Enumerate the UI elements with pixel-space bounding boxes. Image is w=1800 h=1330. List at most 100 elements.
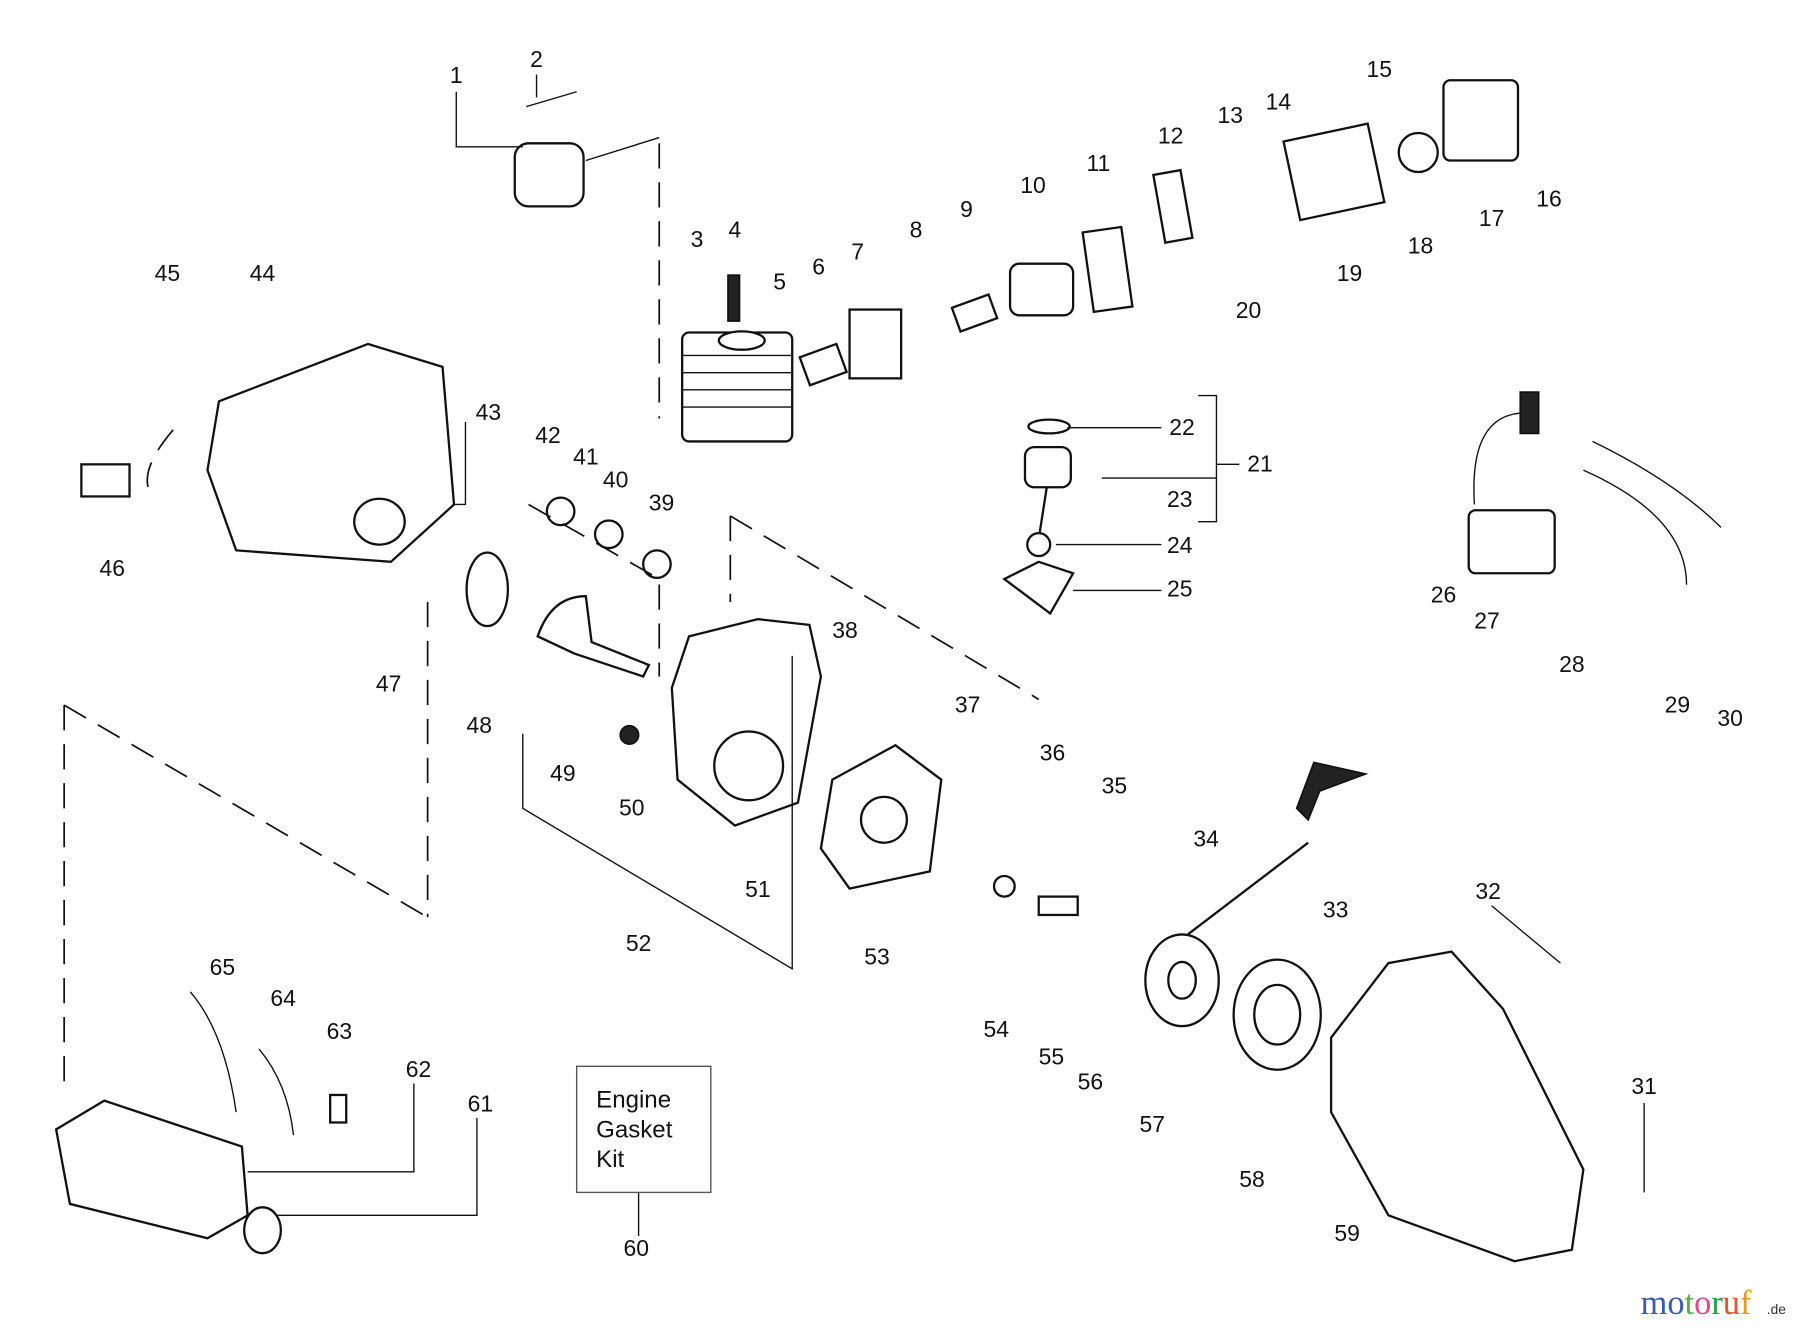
part-gasket-9 (950, 293, 999, 333)
part-label-63: 63 (327, 1018, 353, 1044)
kit-line-3: Kit (596, 1146, 624, 1173)
part-fuel-line-64 (258, 1048, 295, 1136)
part-label-12: 12 (1158, 123, 1184, 149)
part-air-filter-cover (1442, 79, 1520, 162)
part-pulley (1144, 933, 1220, 1028)
part-label-40: 40 (603, 467, 629, 493)
part-insulator (848, 308, 903, 380)
part-fuel-tank (54, 1099, 249, 1240)
part-label-30: 30 (1717, 705, 1743, 731)
part-label-2: 2 (530, 46, 543, 72)
part-label-61: 61 (468, 1090, 494, 1116)
part-label-57: 57 (1139, 1111, 1165, 1137)
part-label-7: 7 (851, 238, 864, 264)
part-label-38: 38 (832, 617, 858, 643)
part-washer (992, 874, 1016, 898)
part-label-33: 33 (1323, 897, 1349, 923)
part-label-3: 3 (691, 226, 704, 252)
part-label-55: 55 (1039, 1043, 1065, 1069)
part-bracket (1081, 225, 1134, 314)
kit-line-2: Gasket (596, 1116, 673, 1143)
part-muffler-cover (513, 142, 585, 208)
part-label-50: 50 (619, 795, 645, 821)
part-filter (1397, 131, 1439, 174)
part-label-17: 17 (1479, 205, 1505, 231)
watermark-suffix: .de (1767, 1302, 1786, 1317)
part-pawl (1037, 895, 1079, 917)
part-label-37: 37 (955, 691, 981, 717)
part-engine-housing (206, 342, 456, 563)
part-label-47: 47 (376, 671, 402, 697)
kit-line-1: Engine (596, 1087, 671, 1114)
part-label-24: 24 (1167, 532, 1193, 558)
part-o-ring (465, 551, 510, 628)
part-label-11: 11 (1086, 150, 1110, 176)
part-label-5: 5 (773, 268, 786, 294)
part-cylinder (681, 330, 794, 443)
part-label-9: 9 (960, 196, 973, 222)
part-seal (619, 724, 640, 745)
watermark-letter: r (1711, 1284, 1723, 1322)
part-label-56: 56 (1078, 1069, 1104, 1095)
part-crankcase-half (819, 743, 943, 890)
part-label-29: 29 (1665, 691, 1691, 717)
part-label-62: 62 (406, 1056, 432, 1082)
part-label-19: 19 (1337, 260, 1363, 286)
part-label-13: 13 (1217, 102, 1243, 128)
part-spark-plug (727, 274, 741, 322)
part-label-25: 25 (1167, 576, 1193, 602)
part-label-23: 23 (1167, 486, 1193, 512)
part-fuel-cap (243, 1206, 283, 1255)
part-label-28: 28 (1559, 651, 1585, 677)
watermark-letter: o (1694, 1284, 1711, 1322)
parts (54, 79, 1722, 1263)
part-carburetor (1008, 262, 1075, 317)
part-label-8: 8 (910, 217, 923, 243)
part-label-27: 27 (1474, 608, 1500, 634)
part-lever (1152, 168, 1194, 244)
part-label-60: 60 (624, 1235, 650, 1261)
watermark-letter: o (1667, 1284, 1684, 1322)
part-clip (80, 463, 131, 498)
part-label-49: 49 (550, 760, 576, 786)
part-crankcase (670, 617, 823, 827)
part-label-43: 43 (476, 399, 502, 425)
part-fuel-line-65 (189, 991, 237, 1113)
part-label-15: 15 (1367, 56, 1393, 82)
part-label-31: 31 (1631, 1073, 1657, 1099)
watermark-letter: f (1740, 1284, 1752, 1322)
part-label-6: 6 (812, 253, 825, 279)
part-label-16: 16 (1536, 186, 1562, 212)
part-label-26: 26 (1431, 581, 1457, 607)
part-label-45: 45 (155, 260, 181, 286)
part-label-54: 54 (984, 1016, 1010, 1042)
part-label-51: 51 (745, 876, 771, 902)
part-starter-housing (1329, 950, 1585, 1263)
part-label-34: 34 (1193, 825, 1219, 851)
leader-lines (247, 74, 1645, 1236)
part-label-32: 32 (1475, 878, 1501, 904)
part-label-18: 18 (1408, 233, 1434, 259)
part-label-14: 14 (1266, 88, 1292, 114)
part-label-41: 41 (573, 444, 599, 470)
part-label-52: 52 (626, 930, 652, 956)
part-label-58: 58 (1239, 1166, 1265, 1192)
part-label-10: 10 (1020, 172, 1046, 198)
part-label-21: 21 (1247, 451, 1273, 477)
part-rewind-spring (1232, 958, 1322, 1071)
part-air-filter-base (1282, 122, 1386, 222)
part-label-48: 48 (466, 712, 492, 738)
part-label-1: 1 (450, 62, 463, 88)
part-label-53: 53 (864, 944, 890, 970)
part-starter-rope (1187, 841, 1309, 936)
part-gasket (798, 342, 849, 387)
part-label-22: 22 (1169, 414, 1195, 440)
part-bearings (545, 496, 672, 580)
part-piston-assembly (1002, 418, 1075, 616)
part-fuel-filter (329, 1093, 348, 1124)
watermark-text: motoruf (1641, 1284, 1752, 1322)
watermark-logo: motoruf .de (1641, 1284, 1787, 1322)
part-label-42: 42 (535, 422, 561, 448)
part-label-36: 36 (1040, 739, 1066, 765)
part-label-20: 20 (1236, 297, 1262, 323)
